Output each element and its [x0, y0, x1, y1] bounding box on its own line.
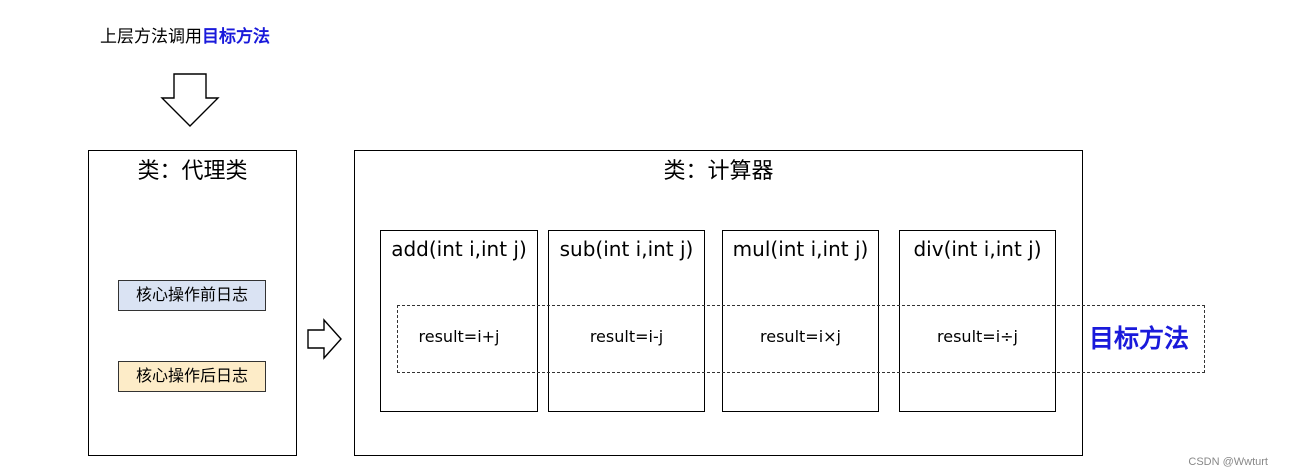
down-arrow-icon	[160, 73, 220, 127]
method-body: result=i×j	[760, 327, 841, 346]
caption-highlight: 目标方法	[202, 27, 270, 47]
log-after-box: 核心操作后日志	[118, 361, 266, 392]
method-sub-box: sub(int i,int j) result=i-j	[548, 230, 705, 412]
method-signature: mul(int i,int j)	[732, 237, 869, 261]
watermark: CSDN @Wwturt	[1188, 456, 1268, 468]
method-div-box: div(int i,int j) result=i÷j	[899, 230, 1056, 412]
log-before-box: 核心操作前日志	[118, 280, 266, 311]
method-mul-box: mul(int i,int j) result=i×j	[722, 230, 879, 412]
method-add-box: add(int i,int j) result=i+j	[380, 230, 538, 412]
proxy-class-title: 类：代理类	[137, 159, 248, 184]
method-signature: sub(int i,int j)	[559, 237, 694, 261]
method-body: result=i÷j	[937, 327, 1018, 346]
target-method-region	[397, 305, 1205, 373]
method-signature: add(int i,int j)	[391, 237, 527, 261]
method-signature: div(int i,int j)	[913, 237, 1042, 261]
method-body: result=i-j	[589, 327, 664, 346]
method-body: result=i+j	[418, 327, 500, 346]
caption-prefix: 上层方法调用	[100, 27, 202, 47]
calculator-class-title: 类：计算器	[663, 159, 774, 184]
proxy-class-box: 类：代理类 核心操作前日志 核心操作后日志	[88, 150, 297, 456]
target-method-label: 目标方法	[1089, 324, 1190, 353]
right-arrow-icon	[307, 318, 342, 360]
caption: 上层方法调用目标方法	[100, 27, 270, 47]
